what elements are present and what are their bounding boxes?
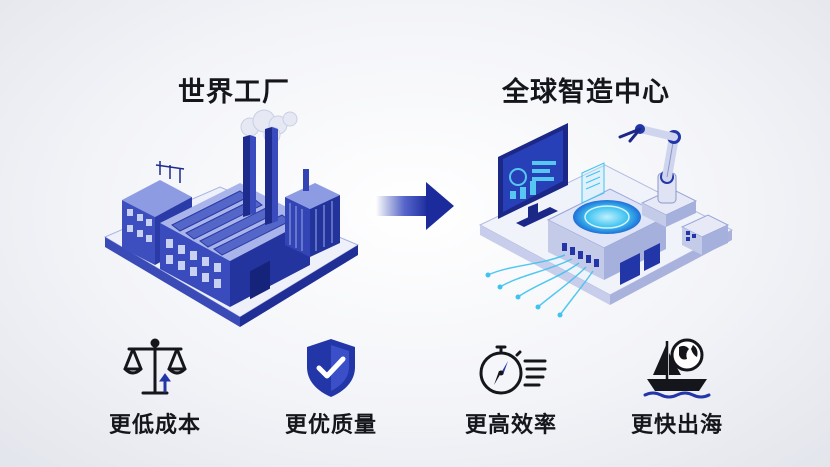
benefit-better-quality: 更优质量 [261,335,401,439]
benefit-label: 更低成本 [108,413,201,438]
monitor-icon [498,123,568,227]
benefit-label: 更优质量 [284,413,377,438]
ship-globe-icon [643,338,711,399]
robot-arm-icon [618,124,698,227]
stopwatch-icon [479,345,547,395]
benefit-label: 更高效率 [464,413,557,438]
benefit-faster-overseas: 更快出海 [607,335,747,439]
benefit-higher-efficiency: 更高效率 [441,335,581,439]
smart-manufacturing-illustration [478,123,734,318]
benefit-label: 更快出海 [630,413,723,438]
world-factory-title: 世界工厂 [178,77,290,108]
transition-arrow-icon [376,182,454,230]
global-smart-manufacturing-title: 全球智造中心 [502,77,670,108]
scales-icon [123,338,187,395]
benefit-lower-cost: 更低成本 [85,335,225,439]
shield-check-icon [307,339,355,397]
factory-illustration [103,109,360,327]
